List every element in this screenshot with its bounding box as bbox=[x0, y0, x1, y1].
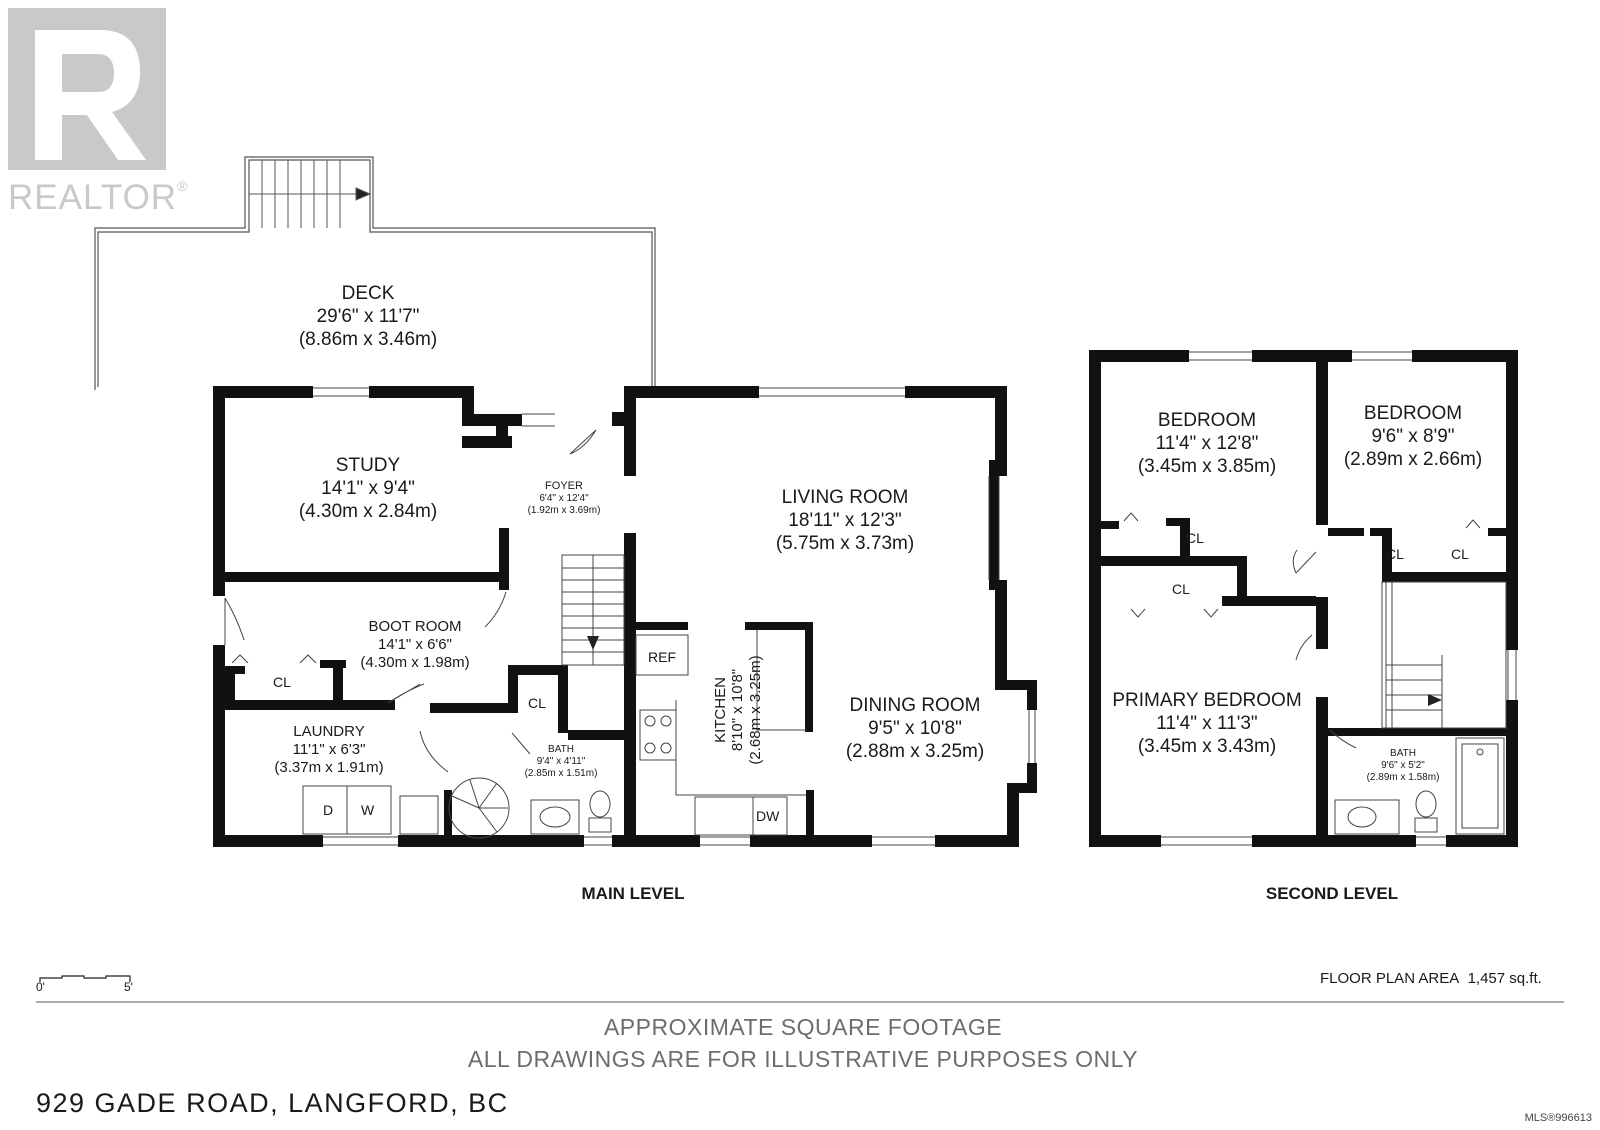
second-stair-arrow-icon bbox=[1428, 694, 1442, 706]
room-dims-imperial: 9'6" x 5'2" bbox=[1381, 760, 1425, 771]
level-title-main: MAIN LEVEL bbox=[581, 884, 685, 903]
floor-plan-area: FLOOR PLAN AREA 1,457 sq.ft. bbox=[1320, 970, 1542, 987]
room-dims-imperial: 11'1" x 6'3" bbox=[292, 741, 366, 758]
room-label-foyer: FOYER 6'4" x 12'4" (1.92m x 3.69m) bbox=[528, 480, 601, 517]
main-level-walls bbox=[213, 386, 1037, 847]
room-name: BEDROOM bbox=[1363, 403, 1463, 424]
closet-label: CL bbox=[528, 695, 546, 711]
property-address: 929 GADE ROAD, LANGFORD, BC bbox=[36, 1088, 509, 1118]
room-dims-metric: (2.89m x 1.58m) bbox=[1366, 772, 1440, 783]
room-dims-metric: (4.30m x 2.84m) bbox=[298, 500, 438, 522]
floor-area-label: FLOOR PLAN AREA bbox=[1320, 970, 1460, 987]
room-dims-metric: (2.88m x 3.25m) bbox=[845, 740, 985, 762]
room-dims-metric: (3.45m x 3.85m) bbox=[1137, 455, 1277, 477]
room-name: BEDROOM bbox=[1157, 410, 1257, 431]
mls-number: MLS®996613 bbox=[1524, 1112, 1592, 1124]
room-label-study: STUDY 14'1" x 9'4" (4.30m x 2.84m) bbox=[299, 455, 437, 523]
room-dims-imperial: 14'1" x 6'6" bbox=[378, 636, 452, 653]
room-label-laundry: LAUNDRY 11'1" x 6'3" (3.37m x 1.91m) bbox=[274, 723, 383, 777]
room-dims-metric: (1.92m x 3.69m) bbox=[527, 505, 601, 517]
note-line-2: ALL DRAWINGS ARE FOR ILLUSTRATIVE PURPOS… bbox=[467, 1046, 1139, 1072]
scale-start-label: 0' bbox=[36, 980, 45, 994]
room-dims-metric: (3.37m x 1.91m) bbox=[274, 759, 384, 776]
closet-label: CL bbox=[1451, 546, 1469, 562]
room-dims-imperial: 18'11" x 12'3" bbox=[788, 509, 902, 531]
dishwasher-label: DW bbox=[756, 808, 780, 824]
room-dims-metric: (2.89m x 2.66m) bbox=[1343, 448, 1483, 470]
closet-label: CL bbox=[273, 674, 291, 690]
main-stair-arrow-icon bbox=[587, 636, 599, 650]
floor-area-value: 1,457 sq.ft. bbox=[1467, 970, 1542, 987]
washer-label: W bbox=[361, 802, 375, 818]
room-label-dining-room: DINING ROOM 9'5" x 10'8" (2.88m x 3.25m) bbox=[846, 695, 984, 763]
closet-label: CL bbox=[1172, 581, 1190, 597]
scale-bar bbox=[39, 975, 131, 982]
room-dims-metric: (3.45m x 3.43m) bbox=[1137, 735, 1277, 757]
room-name: LAUNDRY bbox=[293, 723, 365, 740]
room-name: DINING ROOM bbox=[849, 695, 981, 716]
room-dims-imperial: 6'4" x 12'4" bbox=[539, 493, 589, 505]
realtor-wordmark: REALTOR bbox=[8, 178, 178, 217]
room-label-bath-second: BATH 9'6" x 5'2" (2.89m x 1.58m) bbox=[1367, 748, 1440, 784]
realtor-logo bbox=[8, 8, 166, 170]
note-line-1: APPROXIMATE SQUARE FOOTAGE bbox=[603, 1014, 1003, 1040]
room-dims-imperial: 14'1" x 9'4" bbox=[321, 477, 415, 499]
room-dims-imperial: 9'6" x 8'9" bbox=[1371, 425, 1455, 447]
room-label-bedroom-2: BEDROOM 9'6" x 8'9" (2.89m x 2.66m) bbox=[1344, 403, 1482, 471]
closet-label: CL bbox=[1386, 546, 1404, 562]
room-dims-metric: (5.75m x 3.73m) bbox=[775, 532, 915, 554]
room-name: PRIMARY BEDROOM bbox=[1112, 690, 1302, 711]
deck-outline bbox=[94, 156, 656, 390]
registered-mark: ® bbox=[177, 178, 189, 194]
room-dims-metric: (2.85m x 1.51m) bbox=[524, 768, 598, 779]
room-dims-imperial: 11'4" x 12'8" bbox=[1155, 432, 1259, 454]
room-dims-imperial: 9'4" x 4'11" bbox=[536, 756, 586, 767]
room-label-bath-main: BATH 9'4" x 4'11" (2.85m x 1.51m) bbox=[525, 744, 598, 780]
room-dims-metric: (4.30m x 1.98m) bbox=[360, 654, 470, 671]
room-label-boot-room: BOOT ROOM 14'1" x 6'6" (4.30m x 1.98m) bbox=[360, 618, 469, 672]
room-name: BATH bbox=[1390, 748, 1416, 759]
room-label-primary-bedroom: PRIMARY BEDROOM 11'4" x 11'3" (3.45m x 3… bbox=[1112, 690, 1301, 758]
second-level-walls bbox=[1089, 350, 1518, 847]
room-dims-imperial: 29'6" x 11'7" bbox=[316, 305, 420, 327]
scale-end-label: 5' bbox=[124, 980, 133, 994]
room-name: LIVING ROOM bbox=[781, 487, 909, 508]
room-label-kitchen: KITCHEN 8'10" x 10'8" (2.68m x 3.25m) bbox=[712, 655, 764, 764]
room-label-bedroom-1: BEDROOM 11'4" x 12'8" (3.45m x 3.85m) bbox=[1138, 410, 1276, 478]
fridge-label: REF bbox=[648, 649, 676, 665]
room-dims-imperial: 11'4" x 11'3" bbox=[1156, 712, 1258, 734]
deck-stairs bbox=[249, 160, 372, 228]
dryer-label: D bbox=[323, 802, 334, 818]
level-title-second: SECOND LEVEL bbox=[1265, 884, 1399, 903]
room-dims-imperial: 8'10" x 10'8" bbox=[729, 668, 747, 752]
room-name: STUDY bbox=[335, 455, 401, 476]
room-dims-metric: (2.68m x 3.25m) bbox=[746, 655, 764, 765]
room-dims-imperial: 9'5" x 10'8" bbox=[868, 717, 962, 739]
room-name: DECK bbox=[341, 283, 395, 304]
closet-label: CL bbox=[1186, 530, 1204, 546]
realtor-logo-text: REALTOR® bbox=[8, 178, 188, 218]
room-label-deck: DECK 29'6" x 11'7" (8.86m x 3.46m) bbox=[299, 283, 437, 351]
room-name: BOOT ROOM bbox=[368, 618, 462, 635]
room-name: BATH bbox=[548, 744, 574, 755]
second-level-details bbox=[1123, 351, 1517, 846]
room-name: KITCHEN bbox=[712, 677, 730, 743]
room-dims-metric: (8.86m x 3.46m) bbox=[298, 328, 438, 350]
room-name: FOYER bbox=[545, 480, 583, 492]
room-label-living-room: LIVING ROOM 18'11" x 12'3" (5.75m x 3.73… bbox=[776, 487, 914, 555]
